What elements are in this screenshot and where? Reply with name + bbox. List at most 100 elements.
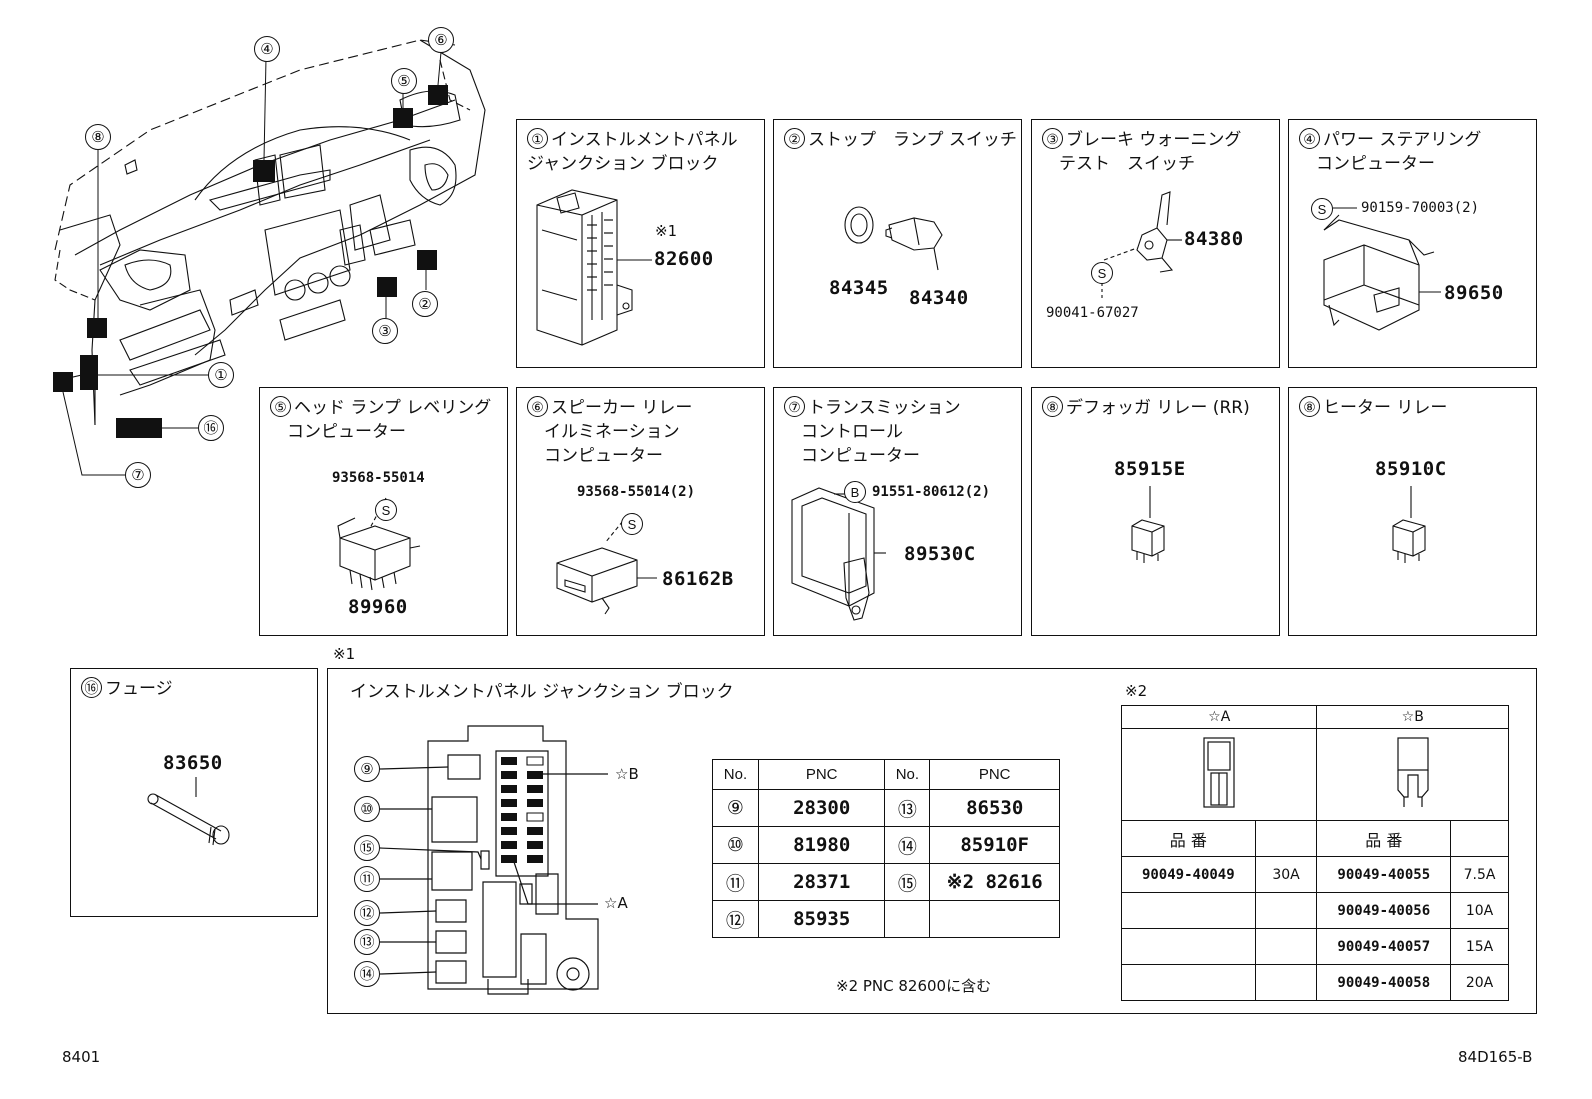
fuse-drawing [71,669,319,918]
screw-symbol: S [1311,198,1333,220]
screw-part-number: 90041-67027 [1046,305,1139,321]
callout-3: ③ [372,318,398,344]
panel-title-text: スピーカー リレー イルミネーション コンピューター [543,398,693,466]
panel-number: ② [784,128,805,149]
screw-part-number: 90159-70003(2) [1361,200,1480,216]
pnc-value: 81980 [757,826,886,864]
blank-cell [1254,820,1318,857]
fuse-b-icon [1397,737,1429,807]
pnc-value: 28371 [757,863,886,901]
part-number: 85915E [1114,458,1186,480]
callout-11: ⑪ [354,866,380,892]
fuse-b-amp: 15A [1450,928,1509,965]
pnc-value: 86530 [929,789,1060,827]
panel-number: ③ [1042,128,1063,149]
transmission-computer-drawing [774,388,1023,637]
page-number: 8401 [62,1048,101,1066]
star-b-label: ☆B [615,765,639,783]
pnc-table: No. PNC No. PNC ⑨ 28300 ⑬ 86530 ⑩ 81980 … [712,759,1060,938]
panel-title-text: ヒーター リレー [1323,398,1448,418]
part-number: 89530C [904,543,976,565]
junction-block-detail: インストルメントパネル ジャンクション ブロック [327,668,1537,1014]
junction-title: インストルメントパネル ジャンクション ブロック [350,682,734,702]
fuse-a-code [1121,964,1256,1001]
fuse-a-code [1121,892,1256,929]
panel-number: ⑯ [81,677,102,698]
pnc-value: 28300 [757,789,886,827]
fuse-spec-table: ☆A ☆B [1120,705,1509,1001]
fuse-hinban-row: 品 番 品 番 [1121,820,1509,857]
pnc-no: ⑪ [712,863,759,901]
panel-title-text: ブレーキ ウォーニング テスト スイッチ [1058,130,1242,174]
pnc-value: 85935 [757,900,886,938]
callout-13: ⑬ [354,929,380,955]
pnc-no: ⑭ [884,826,931,864]
fuse-table-note: ※2 [1125,682,1148,700]
part-number: 82600 [654,248,714,270]
fuse-b-amp: 20A [1450,964,1509,1001]
fuse-a-amp [1254,892,1318,929]
screw-part-number: 93568-55014 [332,470,425,486]
fuse-a-code [1121,928,1256,965]
part-number: 89650 [1444,282,1504,304]
callout-10: ⑩ [354,796,380,822]
pnc-no: ⑩ [712,826,759,864]
panel-title-text: ヘッド ランプ レベリング コンピューター [286,398,492,442]
callout-7: ⑦ [125,462,151,488]
callout-1: ① [208,362,234,388]
part-number: 85910C [1375,458,1447,480]
part-number-84345: 84345 [829,277,889,299]
pnc-row: ⑪ 28371 ⑮ ※2 82616 [712,863,1060,901]
pnc-row: ⑨ 28300 ⑬ 86530 [712,789,1060,827]
speaker-relay-computer-drawing [517,388,766,637]
pnc-no [884,900,931,938]
panel-title-text: インストルメントパネル ジャンクション ブロック [527,130,738,174]
fuse-image-row [1120,728,1509,821]
brake-warning-switch-drawing [1032,120,1281,369]
fuse-a-icon [1203,737,1235,808]
part-number: 83650 [163,752,223,774]
screw-symbol: S [375,499,397,521]
panel-number: ⑥ [527,396,548,417]
callout-5: ⑤ [391,68,417,94]
junction-layout-drawing [328,669,628,1015]
col-a-header: ☆A [1120,705,1318,729]
callout-12: ⑫ [354,900,380,926]
pnc-no: ⑨ [712,789,759,827]
callout-4: ④ [254,36,280,62]
dashboard-overview: ④ ⑤ ⑥ ⑧ ② ③ ① ⑯ ⑦ [0,0,510,500]
panel-number: ④ [1299,128,1320,149]
panel-number: ⑦ [784,396,805,417]
callout-2: ② [412,291,438,317]
fuse-b-code: 90049-40057 [1316,928,1452,965]
heater-relay-drawing [1289,388,1538,637]
fuse-a-amp: 30A [1254,856,1318,893]
fuse-b-code: 90049-40055 [1316,856,1452,893]
col-b-header: ☆B [1316,705,1509,729]
panel-title-text: パワー ステアリング コンピューター [1315,130,1482,174]
callout-15: ⑮ [354,835,380,861]
part-number: 86162B [662,568,734,590]
header-pnc: PNC [757,759,886,790]
header-no: No. [712,759,759,790]
star-a-label: ☆A [604,894,628,912]
power-steering-computer-drawing [1289,120,1538,369]
blank-cell [1450,820,1509,857]
screw-symbol: S [1091,262,1113,284]
panel-title-text: ストップ ランプ スイッチ [808,130,1017,150]
screw-part-number: 93568-55014(2) [577,484,696,500]
pnc-row: ⑫ 85935 [712,900,1060,938]
